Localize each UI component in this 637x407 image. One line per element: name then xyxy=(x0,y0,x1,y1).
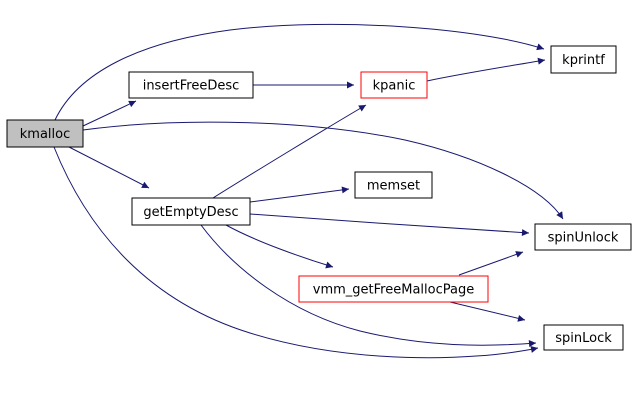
node-kpanic[interactable]: kpanic xyxy=(360,71,428,99)
node-box-kmalloc xyxy=(6,119,84,148)
edge-kmalloc-to-kprintf xyxy=(54,23,545,121)
node-spinLock[interactable]: spinLock xyxy=(543,324,624,351)
node-label-kprintf: kprintf xyxy=(562,53,605,68)
edge-kmalloc-to-getEmptyDesc xyxy=(68,146,150,189)
edge-kmalloc-to-spinUnlock xyxy=(82,121,564,220)
node-box-getEmptyDesc[interactable] xyxy=(131,197,251,226)
node-label-spinUnlock: spinUnlock xyxy=(548,231,619,246)
node-insertFreeDesc[interactable]: insertFreeDesc xyxy=(128,71,254,99)
node-label-spinLock: spinLock xyxy=(555,331,612,346)
node-vmm_getFreeMallocPage[interactable]: vmm_getFreeMallocPage xyxy=(298,275,489,303)
node-box-spinLock[interactable] xyxy=(543,324,624,351)
node-box-spinUnlock[interactable] xyxy=(534,223,632,251)
node-label-kpanic: kpanic xyxy=(373,79,416,94)
node-spinUnlock[interactable]: spinUnlock xyxy=(534,223,632,251)
node-label-getEmptyDesc: getEmptyDesc xyxy=(143,205,238,220)
edge-kpanic-to-kprintf xyxy=(426,57,546,82)
edge-vmm_getFreeMallocPage-to-spinUnlock xyxy=(458,251,524,276)
edge-getEmptyDesc-to-spinLock xyxy=(200,224,537,348)
node-label-memset: memset xyxy=(367,179,420,194)
edge-getEmptyDesc-to-spinUnlock xyxy=(249,213,530,237)
node-box-memset[interactable] xyxy=(354,171,433,199)
node-label-insertFreeDesc: insertFreeDesc xyxy=(143,79,240,94)
node-getEmptyDesc[interactable]: getEmptyDesc xyxy=(131,197,251,226)
edge-kmalloc-to-spinLock xyxy=(53,146,539,359)
node-box-kpanic[interactable] xyxy=(360,71,428,99)
node-kprintf[interactable]: kprintf xyxy=(550,45,617,74)
node-label-kmalloc: kmalloc xyxy=(20,127,70,142)
edges-layer xyxy=(53,23,564,359)
node-kmalloc: kmalloc xyxy=(6,119,84,148)
edge-getEmptyDesc-to-vmm_getFreeMallocPage xyxy=(225,224,334,269)
node-label-vmm_getFreeMallocPage: vmm_getFreeMallocPage xyxy=(313,283,474,298)
node-memset[interactable]: memset xyxy=(354,171,433,199)
edge-getEmptyDesc-to-memset xyxy=(249,186,350,203)
edge-getEmptyDesc-to-kpanic xyxy=(212,104,367,199)
node-box-insertFreeDesc[interactable] xyxy=(128,71,254,99)
edge-kmalloc-to-insertFreeDesc xyxy=(82,100,137,127)
nodes-layer: kmalloc insertFreeDesc kpanic kprintf memset… xyxy=(6,45,632,351)
node-box-vmm_getFreeMallocPage[interactable] xyxy=(298,275,489,303)
edge-vmm_getFreeMallocPage-to-spinLock xyxy=(449,301,526,322)
node-box-kprintf[interactable] xyxy=(550,45,617,74)
